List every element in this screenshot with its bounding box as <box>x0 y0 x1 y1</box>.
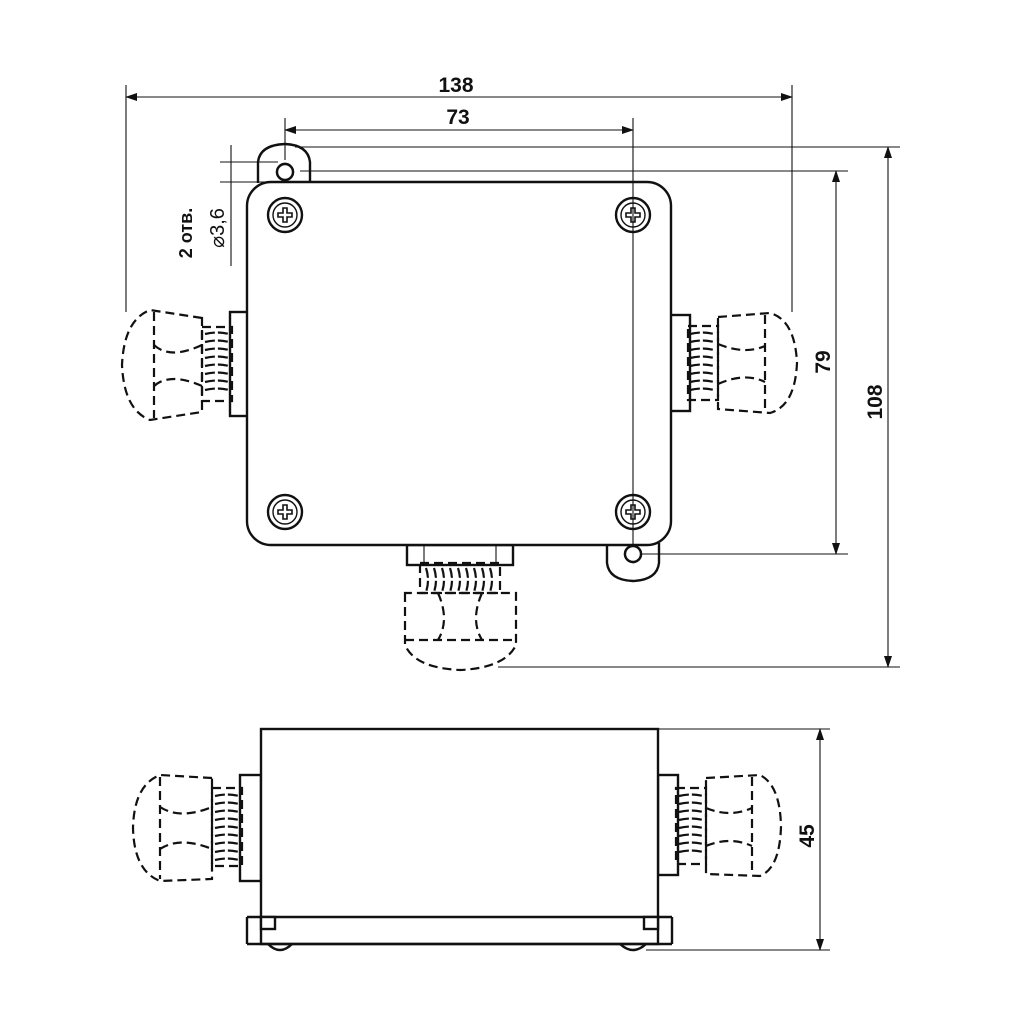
dimension-label: 108 <box>864 384 887 419</box>
side-cable-gland-left <box>131 773 263 883</box>
dimension-138: 138 <box>125 74 793 101</box>
corner-foot-left <box>259 915 277 931</box>
side-view: 45 <box>131 727 830 952</box>
hole-count-label: 2 отв. <box>176 208 196 258</box>
screw-icon <box>266 493 304 531</box>
dimension-label: 79 <box>812 350 835 373</box>
dimension-45: 45 <box>796 728 824 951</box>
corner-foot-right <box>642 915 660 931</box>
foot-left <box>267 943 293 952</box>
cable-gland-left <box>120 308 252 422</box>
screw-icon <box>266 196 304 234</box>
dimension-108: 108 <box>864 146 892 668</box>
top-view: 138 73 79 108 2 отв. ⌀3,6 <box>120 74 900 672</box>
hole-note: 2 отв. ⌀3,6 <box>176 208 229 258</box>
gland-thread-left <box>204 331 230 392</box>
enclosure-body-top <box>245 180 673 547</box>
dimension-79: 79 <box>812 170 840 555</box>
dimension-label: 45 <box>796 824 819 848</box>
cable-gland-right <box>666 311 799 415</box>
enclosure-body-side <box>259 727 660 946</box>
extension-lines <box>125 85 900 668</box>
dimension-73: 73 <box>284 106 634 134</box>
dimension-label: 73 <box>446 106 469 129</box>
dimension-label: 138 <box>438 74 473 97</box>
foot-right <box>619 943 647 952</box>
cable-gland-bottom <box>403 543 518 672</box>
hole-diameter-label: ⌀3,6 <box>207 208 229 248</box>
side-cable-gland-right <box>656 773 783 878</box>
